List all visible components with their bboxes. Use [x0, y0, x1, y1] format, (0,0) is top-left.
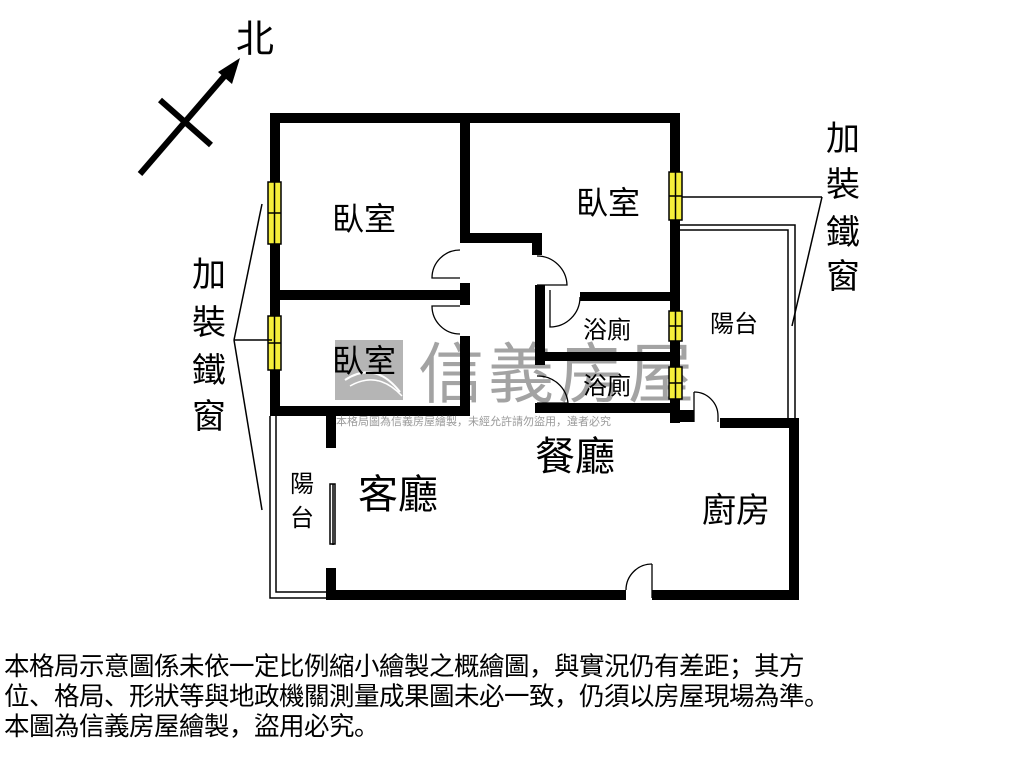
walls: [270, 113, 799, 600]
svg-text:裝: 裝: [192, 303, 226, 343]
svg-text:鐵: 鐵: [192, 351, 226, 391]
windows: [267, 171, 683, 400]
svg-text:窗: 窗: [826, 257, 860, 297]
north-arrow-icon: [137, 58, 240, 176]
svg-text:鐵: 鐵: [826, 213, 860, 253]
svg-text:加: 加: [826, 119, 860, 159]
balcony-outlines: [269, 224, 796, 599]
living-room-label: 客廳: [358, 472, 438, 518]
svg-text:裝: 裝: [826, 165, 860, 205]
disclaimer-line-3: 本圖為信義房屋繪製，盜用必究。: [4, 712, 380, 742]
svg-text:窗: 窗: [192, 397, 226, 437]
balcony-east-label: 陽台: [710, 310, 758, 338]
leader-lines: [233, 196, 823, 511]
svg-text:加: 加: [192, 255, 226, 295]
bedroom-3-label: 臥室: [332, 342, 396, 380]
brand-watermark-logo: [335, 340, 403, 400]
compass-label: 北: [236, 17, 274, 61]
kitchen-label: 廚房: [702, 491, 770, 531]
dining-room-label: 餐廳: [535, 434, 615, 480]
disclaimer-line-1: 本格局示意圖係未依一定比例縮小繪製之概繪圖，與實況仍有差距；其方: [4, 652, 805, 682]
bathroom-1-label: 浴廁: [583, 316, 631, 344]
svg-text:陽: 陽: [290, 470, 314, 498]
svg-text:台: 台: [290, 504, 314, 532]
bedroom-2-label: 臥室: [576, 184, 640, 222]
bathroom-2-label: 浴廁: [583, 372, 631, 400]
balcony-west-label: 陽 台: [290, 470, 314, 532]
iron-window-annotation-right: 加 裝 鐵 窗: [826, 119, 860, 297]
iron-window-annotation-left: 加 裝 鐵 窗: [192, 255, 226, 437]
disclaimer: 本格局示意圖係未依一定比例縮小繪製之概繪圖，與實況仍有差距；其方 位、格局、形狀…: [4, 652, 1024, 742]
bedroom-1-label: 臥室: [332, 200, 396, 238]
disclaimer-line-2: 位、格局、形狀等與地政機關測量成果圖未必一致，仍須以房屋現場為準。: [4, 682, 830, 712]
floor-plan: 北 信義房屋: [137, 17, 860, 600]
copyright-watermark: 本格局圖為信義房屋繪製，未經允許請勿盜用，違者必究: [336, 414, 611, 428]
doors: [431, 249, 719, 598]
